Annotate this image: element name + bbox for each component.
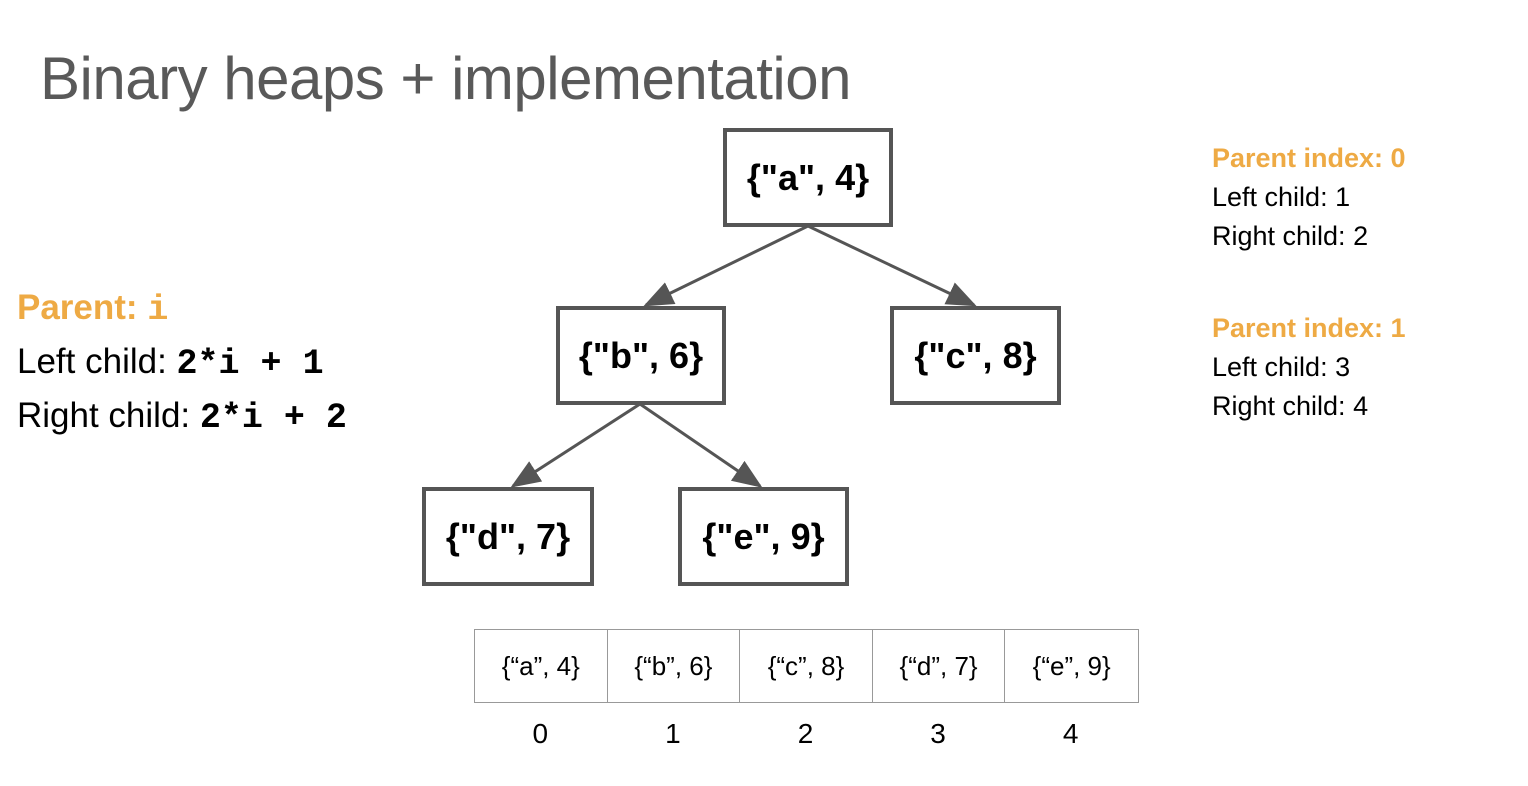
right-child-expr: 2*i + 2 [199,398,347,438]
array-cell: {“e”, 9} [1032,650,1111,681]
example-parent-1: Parent index: 1 Left child: 3 Right chil… [1212,309,1406,426]
tree-node-a: {"a", 4} [723,128,893,227]
tree-node-e: {"e", 9} [678,487,849,586]
array-cell: {“c”, 8} [740,630,873,702]
tree-node-d: {"d", 7} [422,487,594,586]
left-child-formula: Left child: 2*i + 1 [17,336,347,390]
array-cell: {“a”, 4} [475,630,608,702]
array-index: 2 [797,718,814,749]
left-child-expr: 2*i + 1 [176,344,324,384]
example-heading: Parent index: 0 [1212,143,1406,173]
index-formula: Parent: i Left child: 2*i + 1 Right chil… [17,282,347,444]
right-child-formula: Right child: 2*i + 2 [17,390,347,444]
example-left-child: Left child: 1 [1212,182,1351,212]
edge-a-c [807,224,977,307]
array-index: 0 [532,718,549,749]
parent-var: i [147,290,169,330]
example-parent-0: Parent index: 0 Left child: 1 Right chil… [1212,139,1406,256]
tree-node-b: {"b", 6} [556,306,726,405]
edge-a-b [643,224,809,307]
left-child-label: Left child: [17,342,177,381]
parent-formula: Parent: i [17,282,347,336]
parent-label: Parent: [17,288,148,327]
tree-node-c: {"c", 8} [890,306,1061,405]
array-index: 4 [1062,718,1079,749]
example-heading: Parent index: 1 [1212,313,1406,343]
right-child-label: Right child: [17,396,200,435]
array-cell: {“b”, 6} [608,630,741,702]
example-left-child: Left child: 3 [1212,352,1351,382]
example-right-child: Right child: 4 [1212,391,1369,421]
slide-title: Binary heaps + implementation [40,45,851,112]
heap-array: {“a”, 4} {“b”, 6} {“c”, 8} {“d”, 7} {“e”… [474,629,1139,703]
array-index: 3 [930,718,946,749]
array-cell: {“d”, 7} [873,630,1006,702]
example-right-child: Right child: 2 [1212,221,1369,251]
edge-b-e [639,402,763,488]
array-indices: 0 1 2 3 4 [474,718,1137,750]
array-index: 1 [665,718,681,749]
edge-b-d [510,402,641,488]
